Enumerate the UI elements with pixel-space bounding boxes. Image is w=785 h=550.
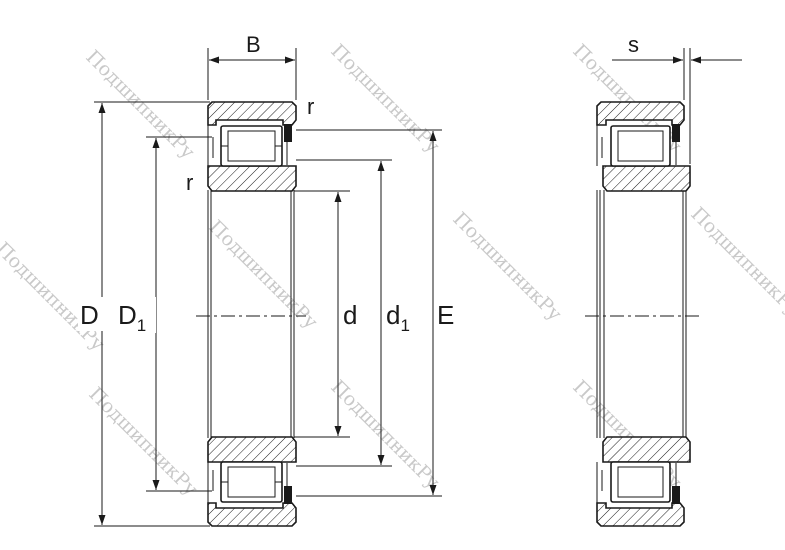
watermark-1: ПодшипникРу xyxy=(81,46,198,163)
inner-ring-bottom xyxy=(207,436,297,463)
outer-ring-bottom-right xyxy=(596,502,685,527)
watermark-4: ПодшипникРу xyxy=(0,238,109,355)
snap-ring-bottom xyxy=(284,486,292,504)
watermark-7: ПодшипникРу xyxy=(686,203,785,320)
outer-ring-bottom xyxy=(207,502,297,527)
label-B: B xyxy=(246,32,261,57)
roller-bottom xyxy=(220,461,283,503)
bearing-section-left xyxy=(196,101,306,527)
outer-ring-top xyxy=(207,101,297,126)
watermark-6: ПодшипникРу xyxy=(448,208,565,325)
label-D1: D1 xyxy=(118,300,146,335)
label-D: D xyxy=(80,300,99,330)
label-s: s xyxy=(628,32,639,57)
label-r-left: r xyxy=(186,170,193,195)
inner-ring-bottom-right xyxy=(602,436,691,463)
watermark-9: ПодшипникРу xyxy=(326,376,443,493)
outer-ring-top-right xyxy=(596,101,685,126)
inner-ring-top xyxy=(207,165,297,192)
dimensions: B r r D D1 d d1 E xyxy=(78,32,742,527)
label-r-top: r xyxy=(307,94,314,119)
bearing-section-right xyxy=(585,101,700,527)
label-d: d xyxy=(343,300,357,330)
label-d1: d1 xyxy=(386,300,410,335)
watermark-2: ПодшипникРу xyxy=(326,40,443,157)
snap-ring-top xyxy=(284,124,292,142)
roller-top xyxy=(220,125,283,167)
inner-ring-top-right xyxy=(602,165,691,192)
label-E: E xyxy=(437,300,454,330)
